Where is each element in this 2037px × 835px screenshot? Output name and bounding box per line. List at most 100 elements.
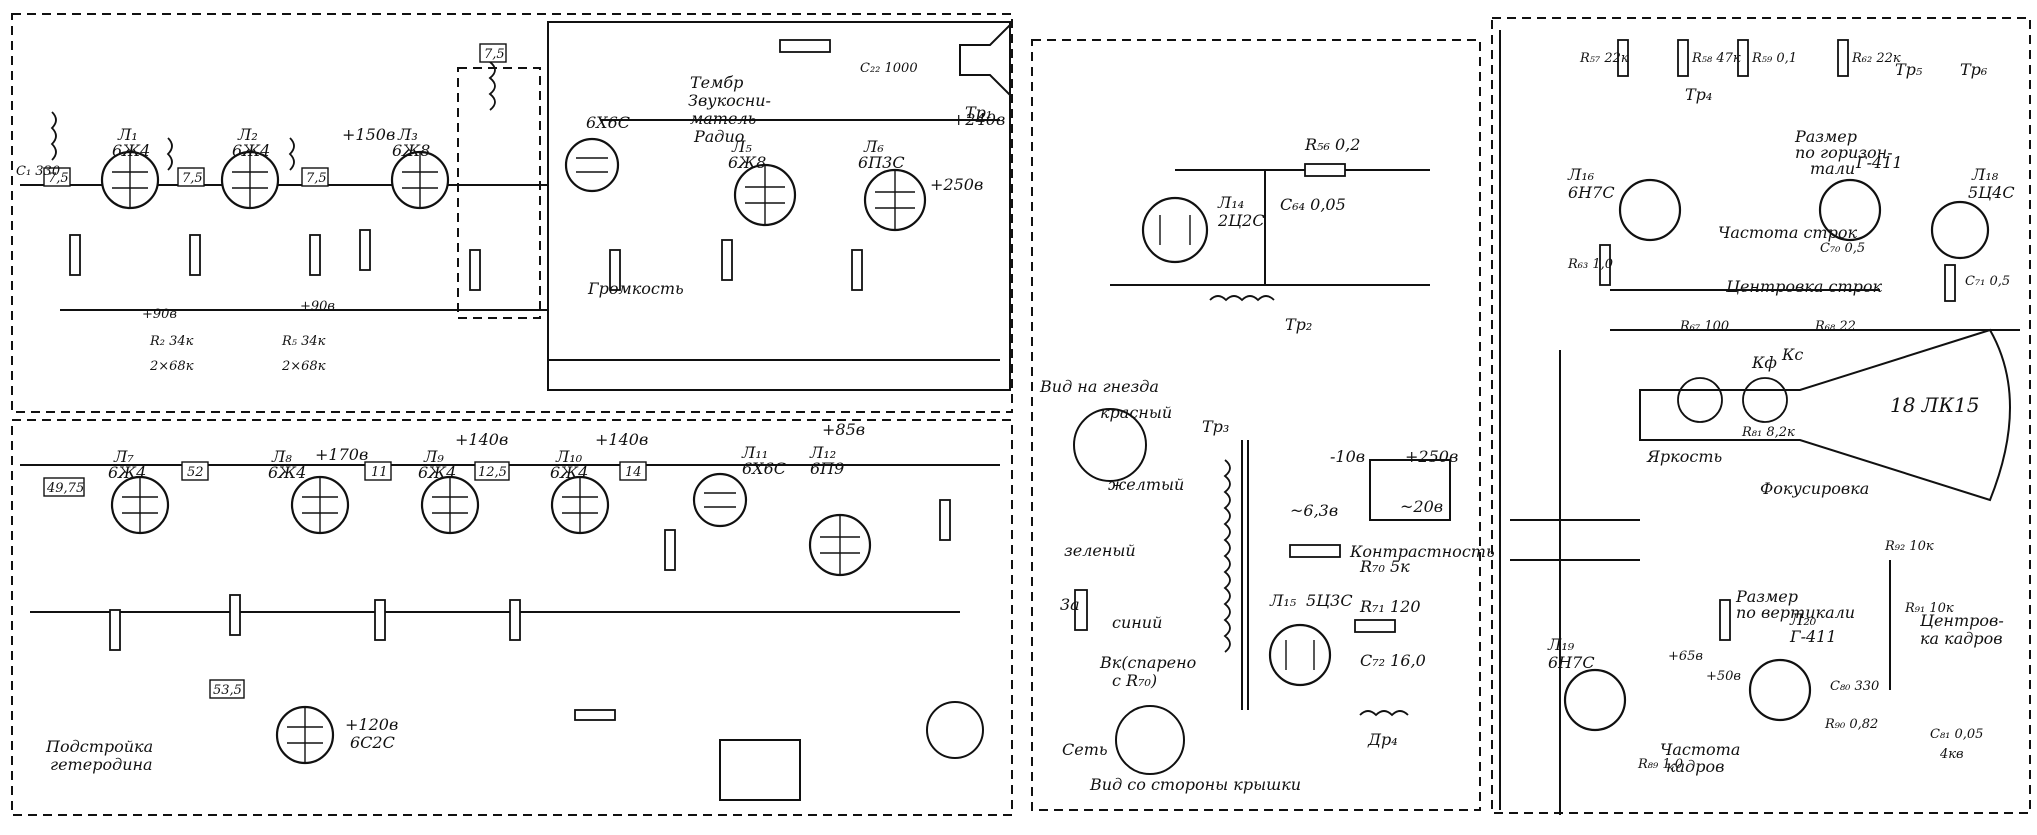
r58-label: R₅₈ 47к [1691, 51, 1741, 66]
resistor-r10 [469, 249, 481, 291]
tube-l1-label: Л₁ [117, 125, 138, 144]
tube-l14-type: 2Ц2С [1217, 211, 1265, 230]
size-h-label-3: тали [1810, 159, 1855, 178]
resistor-r36 [374, 599, 386, 641]
resistor-r4 [189, 234, 201, 276]
resistor-r55 [574, 709, 616, 721]
sweep-panel: 18 ЛК15 Л₁₆ 6Н7С Г-411 Л₁₈ 5Ц4С Л₁₉ 6Н7С… [1491, 17, 2031, 815]
tr4-label: Тр₄ [1685, 85, 1712, 104]
box-num-1-text: 7,5 [48, 171, 69, 186]
box-num-3-text: 7,5 [306, 171, 327, 186]
tube-l7-symbol [110, 475, 170, 535]
resistor-r69 [1944, 264, 1956, 302]
box-num-2 [177, 167, 205, 187]
frame-center-label-2: ка кадров [1920, 629, 2003, 648]
resistor-r51 [939, 499, 951, 541]
c70-label: C₇₀ 0,5 [1820, 241, 1865, 256]
c22-label: C₂₂ 1000 [860, 61, 918, 76]
tube-l16-symbol [1618, 178, 1682, 242]
v85-label: +85в [822, 420, 865, 439]
r59-label: R₅₉ 0,1 [1751, 51, 1797, 66]
tube-l13-symbol [275, 705, 335, 765]
resistor-r70 [1289, 544, 1341, 558]
tube-l6-symbol [863, 168, 927, 232]
c64-label: C₆₄ 0,05 [1280, 195, 1346, 214]
tube-l10-type: 6Ж4 [550, 463, 588, 482]
box-num-6 [181, 461, 209, 481]
sweep-frame [1491, 17, 2031, 814]
size-v-label-1: Размер [1735, 587, 1798, 606]
fuse-label: 3а [1060, 595, 1080, 614]
v90b-label: +90в [300, 299, 335, 314]
v250-label: +250в [930, 175, 983, 194]
tube-l11-label: Л₁₁ [741, 443, 768, 462]
resistor-r62 [1837, 39, 1849, 77]
hv-bus [1110, 169, 1430, 286]
size-h-label-2: по горизон- [1795, 143, 1893, 162]
box-num-8-text: 12,5 [478, 465, 507, 480]
box-num-9-text: 14 [625, 465, 642, 480]
contrast-label: Контрастность [1349, 542, 1495, 561]
tube-l7-label: Л₇ [113, 447, 134, 466]
sweep-wiring [1499, 30, 2020, 810]
dr4-choke [1359, 710, 1409, 717]
frame-center-label-1: Центров- [1919, 611, 2004, 630]
v90a-label: +90в [142, 307, 177, 322]
pickup-label: Звукосни- [688, 91, 771, 110]
v140b-label: +140в [595, 430, 648, 449]
tube-l11-type: 6Х6С [742, 459, 786, 478]
sweep-wiring-2 [1559, 350, 1891, 815]
tube-l15-symbol [1268, 623, 1332, 687]
tube-l4-symbol [564, 137, 620, 193]
r2b-label: 2×68к [149, 359, 194, 374]
crt-label: 18 ЛК15 [1890, 393, 1979, 417]
c72-label: C₇₂ 16,0 [1360, 651, 1426, 670]
tube-l3-label: Л₃ [397, 125, 418, 144]
size-h-label-1: Размер [1794, 127, 1857, 146]
focus-label: Фокусировка [1760, 479, 1869, 498]
resistor-r21 [779, 39, 831, 53]
tube-l2-symbol [220, 150, 280, 210]
yellow-label: желтый [1108, 475, 1184, 494]
tr3-label: Тр₃ [1202, 417, 1229, 436]
box-num-7-text: 11 [371, 465, 388, 480]
tr5-label: Тр₅ [1895, 60, 1923, 79]
r2-label: R₂ 34к [149, 334, 194, 349]
volume-label: Громкость [587, 279, 684, 298]
resistor-r63 [1599, 244, 1611, 286]
resistor-r58 [1677, 39, 1689, 77]
v-minus10-label: -10в [1330, 447, 1365, 466]
tube-l20-label: Л₂₀ [1789, 610, 1817, 629]
tube-l18-symbol [1930, 200, 1990, 260]
r70-label: R₇₀ 5к [1359, 557, 1410, 576]
heater-switch-block [1369, 459, 1451, 521]
box-num-4 [479, 43, 507, 63]
speaker-icon [959, 22, 1011, 98]
tube-l18-type: 5Ц4С [1968, 183, 2015, 202]
v-63-label: ~6,3в [1290, 501, 1338, 520]
tube-l18-label: Л₁₈ [1971, 165, 1999, 184]
r92-label: R₉₂ 10к [1884, 539, 1934, 554]
tube-l17-symbol [1818, 178, 1882, 242]
v240-label: +240в [952, 110, 1005, 129]
box-num-8 [474, 461, 510, 481]
resistor-r59 [1737, 39, 1749, 77]
tube-l10-label: Л₁₀ [555, 447, 583, 466]
v-plus250-label: +250в [1405, 447, 1458, 466]
socket-view-circle [1073, 408, 1147, 482]
tube-l2-label: Л₂ [237, 125, 258, 144]
r71-label: R₇₁ 120 [1359, 597, 1421, 616]
video-if-frame [11, 419, 1013, 816]
pickup-label-2: матель [690, 109, 756, 128]
power-panel: Л₁₄ 2Ц2С R₅₆ 0,2 C₆₄ 0,05 Тр₂ Вид на гне… [1031, 39, 1495, 811]
resistor-r71 [1354, 619, 1396, 633]
r62-label: R₆₂ 22к [1851, 51, 1901, 66]
box-num-6-text: 52 [187, 465, 204, 480]
dr4-label: Др₄ [1367, 730, 1398, 749]
v140a-label: +140в [455, 430, 508, 449]
tube-l5-symbol [733, 163, 797, 227]
tube-l20-type: Г-411 [1789, 627, 1837, 646]
tr2-label: Тр₂ [1285, 315, 1312, 334]
r63-label: R₆₃ 1,0 [1567, 257, 1613, 272]
tr1-label: Тр₁ [965, 103, 992, 122]
